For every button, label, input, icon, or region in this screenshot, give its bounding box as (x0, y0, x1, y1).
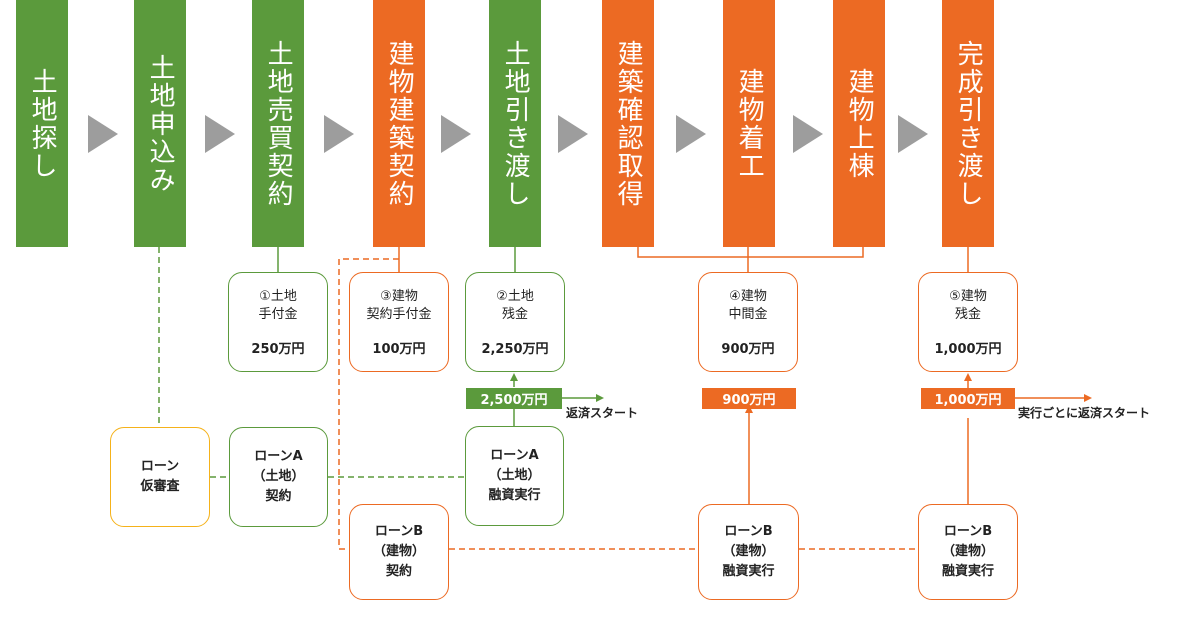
payment-land-balance: ②土地 残金 2,250万円 (465, 272, 565, 372)
chevron-right-icon (205, 115, 235, 153)
stage-building-contract: 建物建築契約 (373, 0, 425, 247)
loan-b-contract: ローンB （建物） 契約 (349, 504, 449, 600)
chevron-right-icon (558, 115, 588, 153)
loan-a-amount-tag: 2,500万円 (466, 388, 562, 409)
payment-land-deposit: ①土地 手付金 250万円 (228, 272, 328, 372)
chevron-right-icon (324, 115, 354, 153)
payment-building-interim: ④建物 中間金 900万円 (698, 272, 798, 372)
stage-construction-start: 建物着工 (723, 0, 775, 247)
loan-a-contract: ローンA （土地） 契約 (229, 427, 328, 527)
stage-land-purchase-contract: 土地売買契約 (252, 0, 304, 247)
loan-b-execution-final: ローンB （建物） 融資実行 (918, 504, 1018, 600)
stage-completion-handover: 完成引き渡し (942, 0, 994, 247)
repayment-each-execution-note: 実行ごとに返済スタート (1018, 406, 1151, 420)
loan-b-interim-amount-tag: 900万円 (702, 388, 796, 409)
chevron-right-icon (898, 115, 928, 153)
loan-prescreening: ローン 仮審査 (110, 427, 210, 527)
chevron-right-icon (441, 115, 471, 153)
stage-land-application: 土地申込み (134, 0, 186, 247)
stage-land-search: 土地探し (16, 0, 68, 247)
repayment-start-note: 返済スタート (566, 406, 639, 420)
stage-building-confirmation: 建築確認取得 (602, 0, 654, 247)
chevron-right-icon (676, 115, 706, 153)
stage-land-handover: 土地引き渡し (489, 0, 541, 247)
chevron-right-icon (793, 115, 823, 153)
loan-b-execution-interim: ローンB （建物） 融資実行 (698, 504, 799, 600)
chevron-right-icon (88, 115, 118, 153)
loan-a-execution: ローンA （土地） 融資実行 (465, 426, 564, 526)
stage-framework-raising: 建物上棟 (833, 0, 885, 247)
loan-b-final-amount-tag: 1,000万円 (921, 388, 1015, 409)
payment-building-deposit: ③建物 契約手付金 100万円 (349, 272, 449, 372)
payment-building-balance: ⑤建物 残金 1,000万円 (918, 272, 1018, 372)
